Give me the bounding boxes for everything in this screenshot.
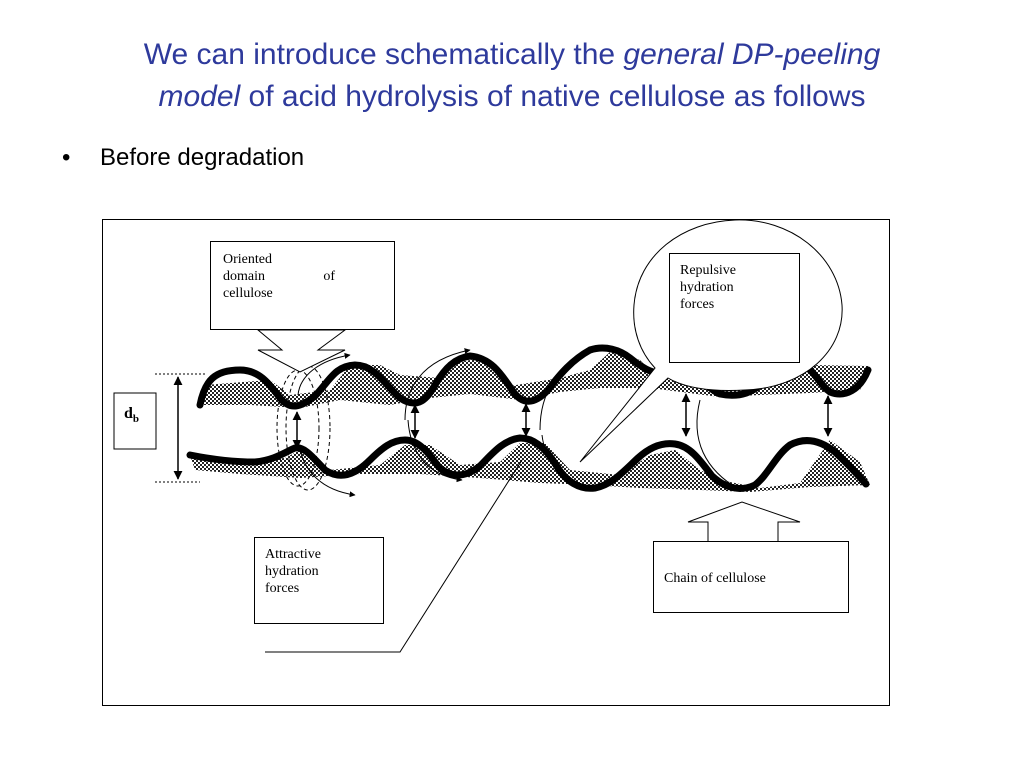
curved-arrow-1 <box>297 352 351 396</box>
attractive-line-3: forces <box>265 581 300 596</box>
bullet-item: • Before degradation <box>62 144 304 172</box>
diagram-frame <box>102 219 890 706</box>
lower-cellulose-chain <box>186 434 870 492</box>
attractive-line-1: Attractive <box>265 547 321 562</box>
oriented-domain-box: Oriented domain of cellulose <box>210 241 395 330</box>
title-part2: of acid hydrolysis of native cellulose a… <box>240 80 866 113</box>
curved-arrow-2 <box>299 449 356 498</box>
repulsive-line-2: hydration <box>680 280 734 295</box>
lower-shaded-band <box>190 440 870 492</box>
bullet-symbol: • <box>62 144 71 171</box>
oriented-line-2: domain of <box>223 268 335 285</box>
attractive-forces-box: Attractive hydration forces <box>254 537 384 624</box>
attractive-leader-line <box>265 459 523 653</box>
db-label: db <box>124 405 139 425</box>
chain-label: Chain of cellulose <box>664 571 766 586</box>
dashed-ellipse-right <box>285 365 331 491</box>
db-label-sub: b <box>133 413 139 425</box>
upper-cellulose-chain <box>196 344 669 410</box>
repulsive-forces-box: Repulsive hydration forces <box>669 253 800 363</box>
curved-arrow-5 <box>539 345 606 431</box>
oriented-line-3: cellulose <box>223 286 273 301</box>
repulsive-line-3: forces <box>680 297 715 312</box>
title-italic-2: model <box>158 80 241 113</box>
slide-title: We can introduce schematically the gener… <box>40 34 984 118</box>
title-part1: We can introduce schematically the <box>143 38 624 71</box>
oriented-word-of: of <box>323 269 335 284</box>
chain-of-cellulose-box: Chain of cellulose <box>653 541 849 613</box>
bullet-text: Before degradation <box>100 144 305 171</box>
chain-callout-pointer <box>687 501 801 543</box>
curved-arrow-6 <box>541 434 581 489</box>
curved-arrow-7 <box>696 399 741 491</box>
oriented-word-domain: domain <box>223 269 265 284</box>
attractive-line-2: hydration <box>265 564 319 579</box>
repulsive-line-1: Repulsive <box>680 263 736 278</box>
curved-arrow-4 <box>407 419 463 483</box>
oriented-callout-pointer <box>256 329 347 373</box>
title-italic-1: general DP-peeling <box>623 38 881 71</box>
oriented-line-1: Oriented <box>223 252 272 267</box>
db-label-box <box>113 392 157 450</box>
db-label-main: d <box>124 405 133 422</box>
curved-arrow-3 <box>404 348 471 421</box>
